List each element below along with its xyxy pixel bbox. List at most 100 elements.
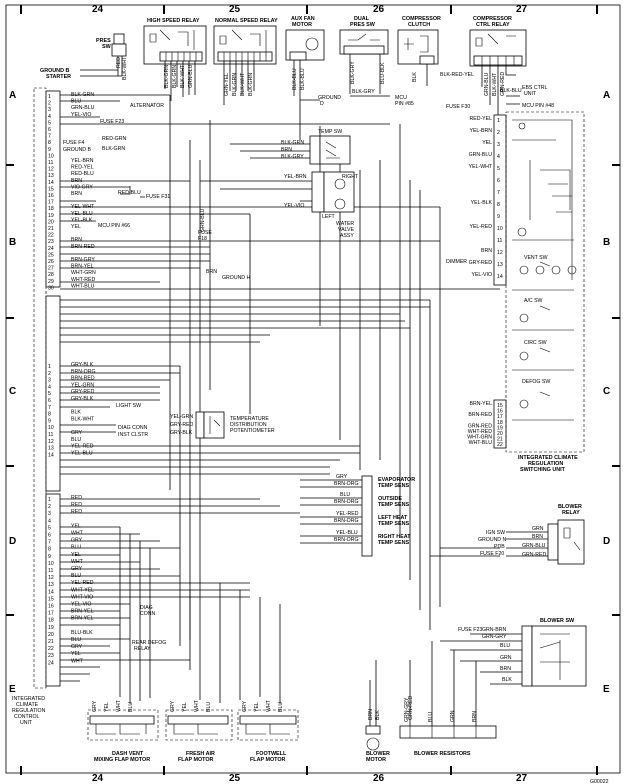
pin-number: 19 [48, 213, 54, 219]
svg-text:STARTER: STARTER [46, 74, 71, 80]
wire-color-label: WHT-BLU [469, 440, 493, 446]
col-label-25-bottom: 25 [229, 773, 241, 784]
blower-sw: BLOWER SW GRN-BRN GRN-GRY BLU GRN BRN BL… [440, 618, 587, 687]
svg-text:FLAP MOTOR: FLAP MOTOR [250, 757, 286, 763]
svg-text:BLK-BLU: BLK-BLU [500, 88, 522, 94]
pin-number: 24 [48, 660, 54, 666]
row-label-c-left: C [9, 386, 16, 397]
wire-color-label: GRY [71, 644, 83, 650]
wire-color-label: WHT [71, 531, 84, 537]
svg-text:GRN: GRN [450, 710, 456, 722]
svg-text:EVAPORATOR: EVAPORATOR [378, 477, 415, 483]
svg-text:GRN-BLU: GRN-BLU [200, 208, 206, 232]
svg-text:RED-BLU: RED-BLU [118, 190, 141, 196]
pin-number: 15 [48, 186, 54, 192]
wire-color-label: WHT-GRN [71, 270, 96, 276]
pin-number: 23 [48, 653, 54, 659]
pin-number: 8 [48, 140, 51, 146]
pin-number: 12 [48, 439, 54, 445]
wire-color-label: GRN-BLU [71, 105, 95, 111]
circ-sw-label: CIRC SW [524, 340, 547, 346]
svg-text:BLK-WHT: BLK-WHT [492, 72, 498, 96]
svg-text:BLOWER: BLOWER [558, 504, 582, 510]
wire-color-label: YEL [71, 224, 81, 230]
svg-text:BRN: BRN [281, 147, 292, 153]
diag-conn2-label: DIAG [140, 605, 153, 611]
svg-text:PIN #85: PIN #85 [395, 101, 414, 107]
pin-number: 1 [48, 364, 51, 370]
svg-text:POTENTIOMETER: POTENTIOMETER [230, 428, 275, 434]
row-label-b-right: B [603, 237, 610, 248]
wire-color-label: YEL [482, 140, 492, 146]
svg-text:FRESH AIR: FRESH AIR [186, 751, 215, 757]
svg-text:PDB: PDB [494, 544, 505, 550]
col-label-27-bottom: 27 [516, 773, 528, 784]
vent-sw-label: VENT SW [524, 255, 548, 261]
svg-text:BLU: BLU [278, 702, 284, 712]
pin-number: 13 [48, 582, 54, 588]
ac-sw-label: A/C SW [524, 298, 543, 304]
row-label-b-left: B [9, 237, 16, 248]
wire-color-label: BRN [71, 237, 82, 243]
fuse-f23-label: FUSE F23 [100, 119, 124, 125]
high-relay-connector [159, 51, 203, 62]
svg-text:PRES SW: PRES SW [350, 22, 376, 28]
pin-number: 19 [497, 425, 503, 431]
wire-color-label: BRN-RED [71, 376, 95, 382]
row-label-a-left: A [9, 90, 16, 101]
pin-number: 6 [48, 398, 51, 404]
pin-number: 1 [48, 497, 51, 503]
blower-relay: BLOWER RELAY GRN BRN GRN-BLU GRN-RED IGN… [430, 504, 585, 565]
row-label-e-left: E [9, 684, 16, 695]
pin-number: 6 [48, 533, 51, 539]
svg-text:BLOWER: BLOWER [366, 751, 390, 757]
svg-text:CONN: CONN [140, 611, 156, 617]
svg-text:CONTROL: CONTROL [14, 714, 39, 720]
svg-text:CLIMATE: CLIMATE [16, 702, 39, 708]
svg-text:BLK: BLK [375, 710, 381, 720]
wire-color-label: RED-BLU [71, 171, 94, 177]
row-label-a-right: A [603, 90, 610, 101]
wire-color-label: BRN-YEL [71, 264, 94, 270]
middle-vertical-wires [119, 95, 441, 704]
pin-number: 14 [48, 180, 54, 186]
wire-color-label: YEL-VIO [71, 602, 91, 608]
svg-text:GROUND B: GROUND B [40, 68, 69, 74]
svg-text:NORMAL SPEED RELAY: NORMAL SPEED RELAY [215, 18, 278, 24]
pin-number: 1 [497, 118, 500, 124]
wire-color-label: GRY-BLK [71, 362, 94, 368]
pin-number: 9 [48, 418, 51, 424]
svg-text:GROUND: GROUND [318, 95, 341, 101]
svg-text:FUSE F23: FUSE F23 [458, 627, 482, 633]
col-label-24-top: 24 [92, 4, 104, 15]
pin-number: 10 [48, 561, 54, 567]
svg-text:GRN-BLU: GRN-BLU [484, 72, 490, 96]
col-label-24-bottom: 24 [92, 773, 104, 784]
pin-number: 15 [48, 596, 54, 602]
left-horizontal-wires [60, 94, 500, 682]
pin-number: 20 [48, 632, 54, 638]
pin-number: 16 [48, 604, 54, 610]
svg-text:PRES: PRES [96, 38, 111, 44]
row-label-d-left: D [9, 536, 16, 547]
svg-text:FLAP MOTOR: FLAP MOTOR [178, 757, 214, 763]
inst-clstr-label: INST CLSTR [118, 432, 148, 438]
wire-color-label: RED [71, 509, 82, 515]
svg-text:YEL-RED: YEL-RED [336, 511, 359, 517]
svg-text:BLK-BLU: BLK-BLU [300, 68, 306, 90]
temp-sensors: GRY BRN-ORG BLU BRN-ORG YEL-RED BRN-ORG … [300, 474, 415, 557]
pin-number: 5 [48, 391, 51, 397]
diag-conn-label: DIAG CONN [118, 425, 148, 431]
pin-number: 24 [48, 246, 54, 252]
svg-text:GRN-RED: GRN-RED [522, 552, 546, 558]
pres-sw: PRES SW [96, 33, 127, 57]
fuse-f18-label: FUSE [198, 230, 212, 236]
temp-sw: TEMP SW BLK-GRN BRN BLK-GRY [230, 129, 351, 165]
svg-text:MOTOR: MOTOR [366, 757, 386, 763]
svg-text:BLOWER SW: BLOWER SW [540, 618, 575, 624]
pin-number: 22 [48, 646, 54, 652]
svg-text:GRY: GRY [92, 700, 98, 712]
svg-text:GRY: GRY [336, 474, 348, 480]
wire-color-label: BRN-YEL [71, 609, 94, 615]
